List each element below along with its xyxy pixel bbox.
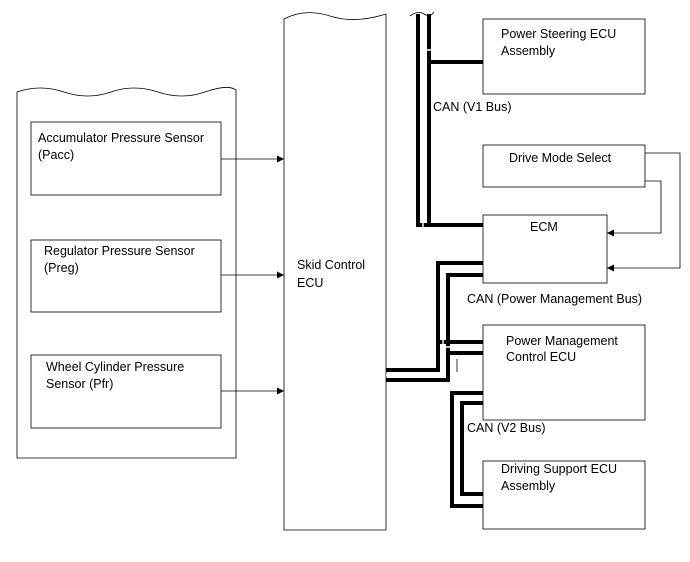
sensor-accumulator-label-1: Accumulator Pressure Sensor: [38, 131, 204, 145]
skid-control-ecu-label-1: Skid Control: [297, 258, 365, 272]
sensor-regulator-label-1: Regulator Pressure Sensor: [44, 244, 195, 258]
ecm: ECM: [482, 214, 608, 284]
power-steering-ecu: Power Steering ECU Assembly: [482, 18, 646, 95]
power-management-control-ecu: Power Management Control ECU: [482, 324, 646, 421]
drive-mode-to-ecm-line-1: [607, 180, 662, 237]
drive-mode-to-ecm-line-2: [607, 152, 681, 272]
sensor-accumulator-label-2: (Pacc): [38, 148, 74, 162]
driving-support-ecu-label-1: Driving Support ECU: [501, 462, 617, 476]
drive-mode-select-label: Drive Mode Select: [509, 151, 612, 165]
power-management-ecu-label-2: Control ECU: [506, 350, 576, 364]
sensor-wheel-cylinder: Wheel Cylinder Pressure Sensor (Pfr): [30, 354, 222, 429]
power-management-ecu-label-1: Power Management: [506, 334, 618, 348]
can-v2-bus: [450, 391, 483, 508]
skid-control-ecu-box: [283, 12, 387, 531]
can-v1-bus: [416, 14, 483, 231]
sensor-wheel-cylinder-label-2: Sensor (Pfr): [46, 377, 113, 391]
driving-support-ecu: Driving Support ECU Assembly: [482, 460, 646, 530]
ecm-label: ECM: [530, 220, 558, 234]
can-v1-bus-label: CAN (V1 Bus): [433, 100, 512, 114]
sensor-accumulator: Accumulator Pressure Sensor (Pacc): [30, 121, 222, 196]
driving-support-ecu-label-2: Assembly: [501, 479, 556, 493]
sensor-regulator-label-2: (Preg): [44, 261, 79, 275]
can-power-management-bus-label: CAN (Power Management Bus): [467, 292, 642, 306]
can-v2-bus-label: CAN (V2 Bus): [467, 421, 546, 435]
power-steering-ecu-label-2: Assembly: [501, 44, 556, 58]
drive-mode-select: Drive Mode Select: [482, 144, 646, 188]
bus-break-mark: [409, 11, 435, 17]
skid-control-ecu-label-2: ECU: [297, 276, 323, 290]
can-power-management-bus: [386, 261, 483, 382]
sensor-regulator: Regulator Pressure Sensor (Preg): [30, 239, 222, 313]
power-steering-ecu-label-1: Power Steering ECU: [501, 27, 616, 41]
sensor-wheel-cylinder-label-1: Wheel Cylinder Pressure: [46, 360, 184, 374]
sensor-group-frame: [16, 87, 237, 459]
